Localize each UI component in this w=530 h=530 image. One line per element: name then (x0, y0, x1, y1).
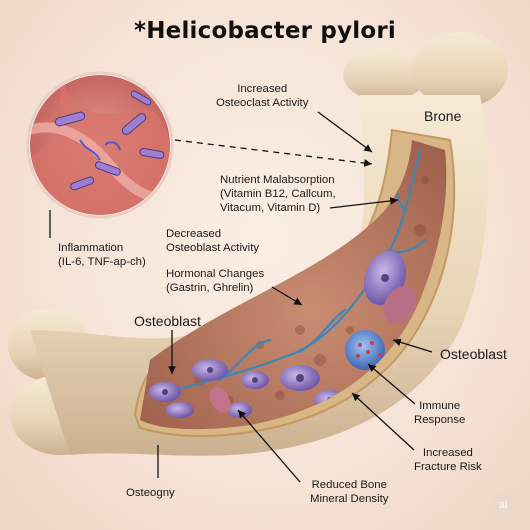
label-nutrient-malabsorption: Nutrient Malabsorption (Vitamin B12, Cal… (220, 173, 336, 215)
label-line: Nutrient Malabsorption (220, 174, 335, 186)
label-line: Osteoblast Activity (166, 242, 260, 254)
leader-lines (49, 111, 433, 483)
label-line: Immune (419, 400, 461, 412)
label-line: Hormonal Changes (166, 268, 265, 280)
label-decreased-osteoblast-activity: Decreased Osteoblast Activity (166, 227, 259, 255)
label-hormonal-changes: Hormonal Changes (Gastrin, Ghrelin) (166, 267, 264, 295)
label-line: Increased (422, 447, 473, 459)
label-reduced-bone-mineral-density: Reduced Bone Mineral Density (310, 478, 389, 506)
label-increased-osteoclast-activity: Increased Osteoclast Activity (216, 82, 308, 110)
watermark-badge: ai (492, 494, 514, 516)
label-osteogeny: Osteogny (126, 487, 175, 499)
label-line: Osteoclast Activity (216, 97, 309, 109)
label-line: Fracture Risk (414, 461, 482, 473)
label-immune-response: Immune Response (414, 399, 465, 427)
stomach-inset (26, 71, 174, 219)
label-osteoblast-right: Osteoblast (440, 346, 507, 362)
label-line: (Gastrin, Ghrelin) (166, 282, 254, 294)
label-line: Inflammation (58, 242, 124, 254)
label-osteoblast-left: Osteoblast (134, 313, 201, 329)
label-line: Vitacum, Vitamin D) (220, 202, 321, 214)
label-line: Decreased (166, 228, 222, 240)
label-increased-fracture-risk: Increased Fracture Risk (414, 446, 482, 474)
label-line: Mineral Density (310, 493, 389, 505)
label-line: (Vitamin B12, Callcum, (220, 188, 336, 200)
label-brone: Brone (424, 108, 462, 124)
label-line: (IL-6, TNF-ap-ch) (58, 256, 146, 268)
label-line: Response (414, 414, 466, 426)
label-inflammation: Inflammation (IL-6, TNF-ap-ch) (58, 241, 146, 269)
label-line: Reduced Bone (311, 479, 387, 491)
diagram-title: *Helicobacter pylori (133, 18, 396, 44)
label-line: Increased (237, 83, 288, 95)
